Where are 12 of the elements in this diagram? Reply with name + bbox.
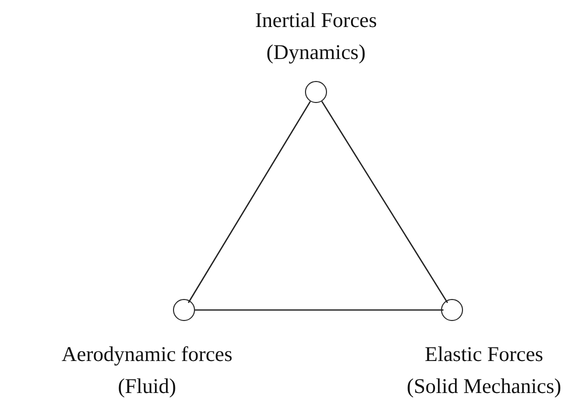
node-caption: (Fluid): [118, 373, 176, 400]
node-caption: (Dynamics): [266, 39, 366, 66]
node-caption: Elastic Forces: [424, 341, 544, 368]
joint-circle: [305, 81, 327, 103]
node-caption: Aerodynamic forces: [62, 341, 232, 368]
joint-circle: [441, 299, 463, 321]
joint-circle: [173, 299, 195, 321]
node-caption: (Solid Mechanics): [406, 373, 562, 400]
connector-line: [321, 101, 448, 304]
connector-line: [195, 309, 444, 311]
connector-line: [188, 101, 311, 304]
node-caption: Inertial Forces: [255, 7, 377, 34]
